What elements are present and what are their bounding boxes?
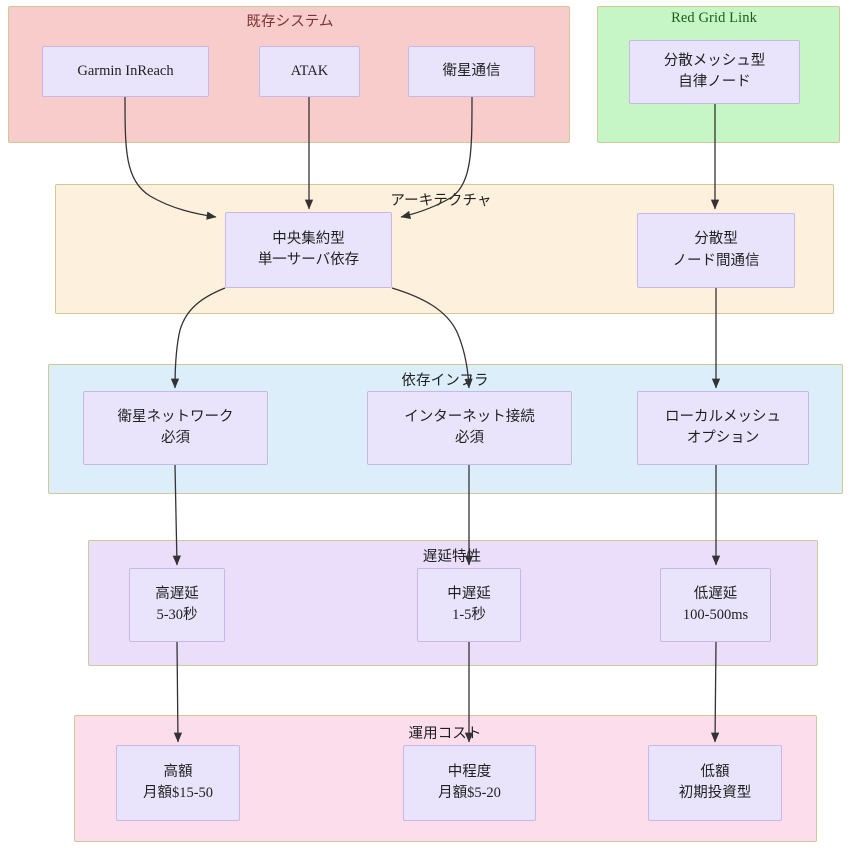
node-label: Garmin InReach bbox=[77, 62, 174, 79]
node-local-mesh[interactable]: ローカルメッシュオプション bbox=[637, 391, 809, 465]
node-label: 中程度 bbox=[447, 763, 492, 780]
node-mid-latency[interactable]: 中遅延 1-5秒 bbox=[417, 568, 521, 642]
node-mid-cost[interactable]: 中程度月額$5-20 bbox=[403, 745, 536, 821]
node-label: 高遅延 bbox=[155, 585, 199, 602]
node-mesh-node[interactable]: 分散メッシュ型自律ノード bbox=[629, 40, 800, 104]
node-low-cost[interactable]: 低額初期投資型 bbox=[648, 745, 782, 821]
node-label: 5-30秒 bbox=[156, 607, 198, 623]
node-label: 初期投資型 bbox=[678, 785, 752, 801]
group-title-cost: 運用コスト bbox=[408, 726, 482, 742]
node-label: 中遅延 bbox=[447, 585, 491, 602]
node-garmin[interactable]: Garmin InReach bbox=[42, 46, 209, 97]
node-label: 必須 bbox=[455, 430, 484, 446]
node-label: 自律ノード bbox=[678, 74, 751, 90]
node-label: 単一サーバ依存 bbox=[257, 252, 360, 268]
node-label: 中央集約型 bbox=[272, 230, 345, 247]
node-label: ATAK bbox=[290, 62, 329, 79]
node-label: 100-500ms bbox=[682, 607, 749, 623]
node-high-cost[interactable]: 高額月額$15-50 bbox=[116, 745, 240, 821]
node-label: 月額$15-50 bbox=[142, 785, 214, 801]
group-title-existing-system: 既存システム bbox=[246, 14, 334, 30]
node-label: 低遅延 bbox=[693, 585, 738, 602]
group-title-architecture: アーキテクチャ bbox=[390, 193, 492, 209]
node-label: 高額 bbox=[163, 763, 193, 780]
node-label: オプション bbox=[686, 430, 760, 446]
node-label: ノード間通信 bbox=[672, 252, 760, 269]
node-label: 衛星通信 bbox=[442, 62, 501, 79]
node-label: 低額 bbox=[700, 763, 730, 780]
group-title-infrastructure: 依存インフラ bbox=[401, 373, 489, 389]
node-centralized[interactable]: 中央集約型単一サーバ依存 bbox=[225, 212, 392, 288]
node-atak[interactable]: ATAK bbox=[259, 46, 360, 97]
node-label: インターネット接続 bbox=[404, 408, 535, 425]
node-label: ローカルメッシュ bbox=[665, 408, 781, 425]
node-distributed[interactable]: 分散型ノード間通信 bbox=[637, 213, 795, 288]
node-label: 1-5秒 bbox=[452, 607, 486, 623]
group-title-red-grid-link: Red Grid Link bbox=[671, 10, 757, 26]
node-sat-network[interactable]: 衛星ネットワーク必須 bbox=[83, 391, 268, 465]
node-label: 分散型 bbox=[694, 231, 738, 248]
node-label: 必須 bbox=[161, 430, 190, 446]
node-low-latency[interactable]: 低遅延 100-500ms bbox=[660, 568, 771, 642]
node-label: 分散メッシュ型 bbox=[663, 52, 766, 69]
group-title-latency: 遅延特性 bbox=[422, 549, 482, 565]
node-satcom[interactable]: 衛星通信 bbox=[408, 46, 535, 97]
node-label: 衛星ネットワーク bbox=[117, 408, 234, 425]
node-label: 月額$5-20 bbox=[438, 785, 501, 801]
node-internet[interactable]: インターネット接続必須 bbox=[367, 391, 572, 465]
node-high-latency[interactable]: 高遅延 5-30秒 bbox=[129, 568, 225, 642]
